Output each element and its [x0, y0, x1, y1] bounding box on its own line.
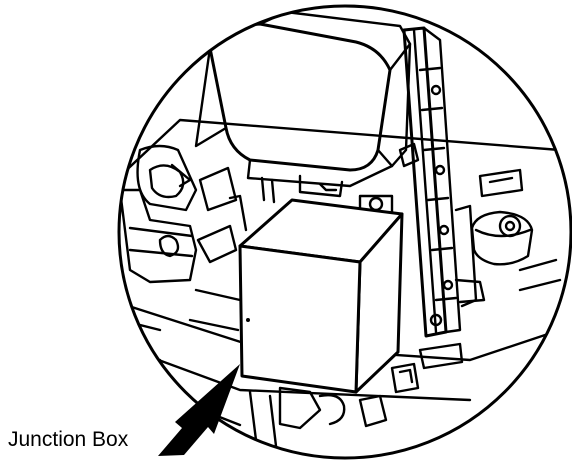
- junction-box-illustration: [238, 198, 404, 394]
- machine-interior: [119, 10, 562, 448]
- junction-box-label: Junction Box: [8, 428, 129, 451]
- detail-circle-frame: [117, 4, 572, 460]
- arrow-icon: [158, 364, 240, 456]
